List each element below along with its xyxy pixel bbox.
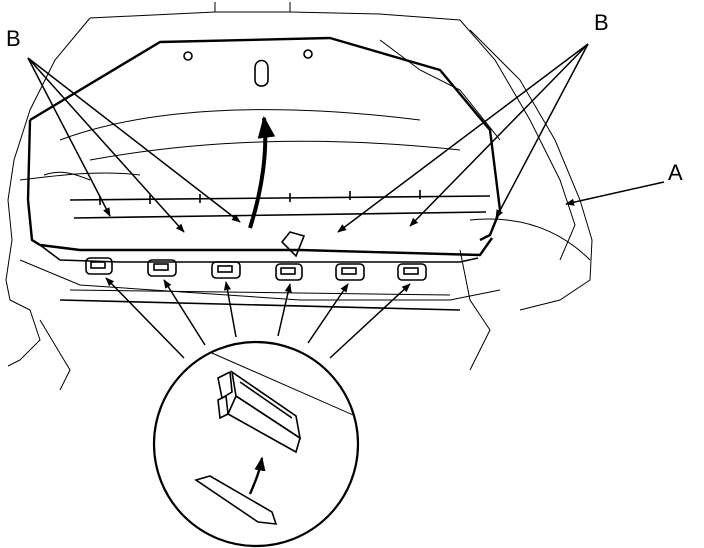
callout-a: A [668,160,683,185]
a-leader [565,181,665,206]
callout-b-right: B [594,10,609,35]
b-right-leaders [337,43,589,233]
callout-b-left: B [6,26,21,51]
clip-leader-lines [105,277,411,359]
lift-direction-arrow [248,115,276,229]
clip-slots [85,257,427,281]
lower-dash-base [19,231,501,311]
upper-panel [26,36,502,247]
vehicle-body-outline [5,2,593,391]
clip-detail-circle [152,340,360,548]
b-left-leaders [27,57,241,233]
